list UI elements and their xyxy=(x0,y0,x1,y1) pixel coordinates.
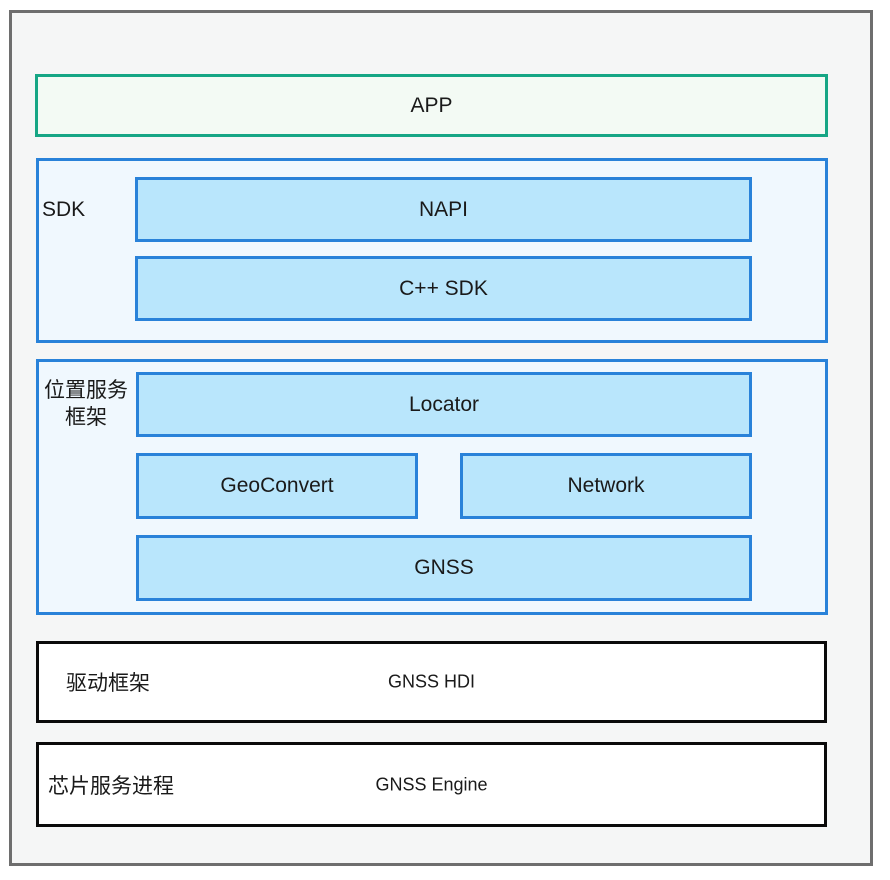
layer-chip-service-process: 芯片服务进程 GNSS Engine xyxy=(36,742,827,827)
module-gnss: GNSS xyxy=(136,535,752,601)
module-gnss-hdi: GNSS HDI xyxy=(387,671,475,692)
location-framework-label-line1: 位置服务 xyxy=(44,379,128,402)
module-cpp-sdk: C++ SDK xyxy=(135,256,752,321)
chip-service-label: 芯片服务进程 xyxy=(48,774,174,798)
driver-framework-label: 驱动框架 xyxy=(66,672,150,695)
layer-sdk-label: SDK xyxy=(42,198,86,221)
location-framework-label-line2: 框架 xyxy=(65,406,107,429)
module-locator: Locator xyxy=(136,372,752,437)
layer-driver-framework: 驱动框架 GNSS HDI xyxy=(36,641,827,723)
layer-app: APP xyxy=(35,74,828,137)
module-gnss-engine: GNSS Engine xyxy=(375,774,488,794)
module-network: Network xyxy=(460,453,752,519)
module-geoconvert: GeoConvert xyxy=(136,453,418,519)
module-napi: NAPI xyxy=(135,177,752,242)
layer-location-framework-label: 位置服务 框架 xyxy=(36,377,136,431)
